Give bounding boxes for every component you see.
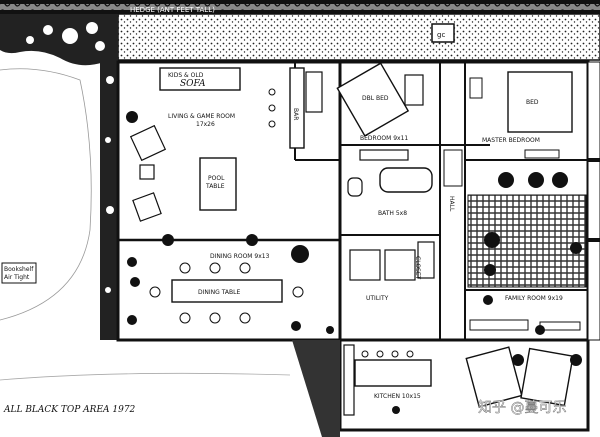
- dresser: [404, 74, 424, 106]
- sofa: [159, 67, 241, 91]
- kitchen-label: KITCHEN 10x15: [374, 393, 421, 400]
- side-note-line-2: Air Tight: [4, 274, 30, 281]
- master-bedroom-label: MASTER BEDROOM: [482, 137, 540, 144]
- closet: [417, 241, 435, 279]
- sofa-label-1: KIDS & OLD: [168, 72, 204, 79]
- bottom-label: ALL BLACK TOP AREA 1972: [3, 405, 136, 415]
- driveway-wedge: [292, 340, 340, 437]
- master-bed-label: BED: [526, 99, 539, 106]
- bath-label: BATH 5x8: [378, 210, 407, 217]
- washer: [349, 249, 381, 281]
- bar-counter: [289, 67, 305, 149]
- dining-table-label: DINING TABLE: [198, 289, 240, 296]
- hedge-label: HEDGE (ANT FEET TALL): [130, 6, 215, 14]
- side-note-line-1: Bookshelf: [4, 266, 34, 273]
- armchair-2: [132, 192, 162, 222]
- bed-left-label: DBL BED: [362, 95, 389, 102]
- bedroom-left-label: BEDROOM 9x11: [360, 135, 408, 142]
- toilet: [347, 177, 363, 197]
- dining-room-label: DINING ROOM 9x13: [210, 253, 270, 260]
- exterior-wall-left: [100, 60, 118, 340]
- hedge-area: [117, 13, 600, 61]
- small-box: [431, 23, 455, 43]
- rock-garden: [0, 14, 118, 66]
- svg-text:TABLE: TABLE: [205, 183, 225, 190]
- sofa-label-2: SOFA: [180, 79, 206, 89]
- bathtub: [379, 167, 433, 193]
- armchair-1: [129, 124, 167, 162]
- bar-shelf: [305, 71, 323, 113]
- dryer: [384, 249, 416, 281]
- living-room-label: LIVING & GAME ROOM: [168, 113, 235, 120]
- hall-label: HALL: [448, 196, 455, 212]
- bed-left: [336, 62, 410, 137]
- bed-lower-1: [465, 346, 523, 408]
- pool-table-label: POOL: [208, 175, 225, 182]
- side-note-box: [1, 262, 37, 284]
- vanity: [359, 149, 409, 161]
- watermark: 知乎 @蔓可乐: [478, 399, 566, 416]
- bed-lower-2: [520, 347, 574, 407]
- side-table: [139, 164, 155, 180]
- dining-table: [171, 279, 283, 303]
- kitchen-cabinets: [343, 344, 355, 416]
- pool-table: [199, 157, 237, 211]
- utility-label: UTILITY: [366, 295, 389, 302]
- bar-label: BAR: [292, 108, 299, 120]
- svg-text:CLOSET: CLOSET: [414, 256, 421, 280]
- family-room-label: FAMILY ROOM 9x19: [505, 295, 563, 302]
- marker-dots: [126, 111, 582, 414]
- svg-text:17x26: 17x26: [196, 121, 215, 128]
- small-box-label: gc: [437, 31, 445, 39]
- master-bed: [507, 71, 573, 133]
- kitchen-counter: [354, 359, 432, 387]
